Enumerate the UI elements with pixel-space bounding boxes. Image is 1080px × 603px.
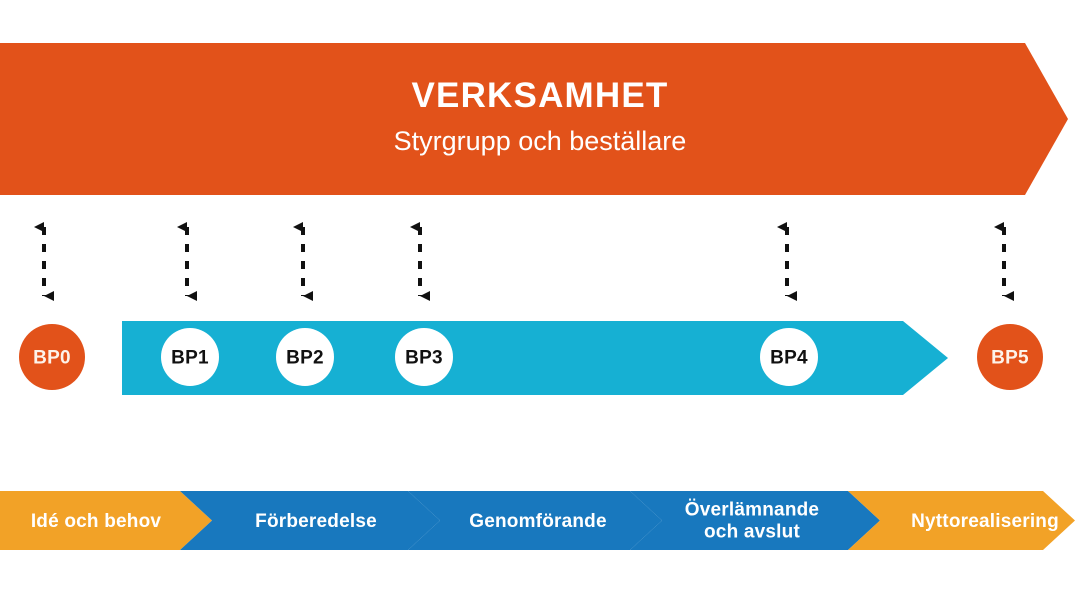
decision-point-arrows [34,222,1014,301]
decision-point-bp5[interactable] [977,324,1043,390]
decision-point-label-bp5: BP5 [991,347,1029,369]
decision-point-bp0[interactable] [19,324,85,390]
decision-point-bp1[interactable] [161,328,219,386]
decision-point-circles [19,324,1043,390]
phase-label-handover: Överlämnande och avslut [684,499,820,543]
project-arrow [122,321,948,395]
phase-segment-idea[interactable] [0,491,212,550]
decision-point-label-bp4: BP4 [770,347,808,369]
phase-segment-preparation[interactable] [180,491,440,550]
decision-point-bp3[interactable] [395,328,453,386]
phase-segment-benefits[interactable] [848,491,1075,550]
decision-point-label-bp0: BP0 [33,347,71,369]
band-subtitle: Styrgrupp och beställare [393,126,687,156]
decision-point-bp4[interactable] [760,328,818,386]
phase-label-benefits: Nyttorealisering [911,510,1059,532]
decision-point-label-bp1: BP1 [171,347,209,369]
decision-point-label-bp2: BP2 [286,347,324,369]
phase-segment-handover[interactable] [630,491,880,550]
verksamhet-band [0,43,1068,195]
decision-point-label-bp3: BP3 [405,347,443,369]
phase-label-execution: Genomförande [469,510,607,532]
phase-segment-execution[interactable] [408,491,662,550]
phase-label-preparation: Förberedelse [255,510,377,532]
band-title: VERKSAMHET [411,76,669,115]
phase-bar [0,491,1075,550]
phase-label-idea: Idé och behov [30,510,162,532]
decision-point-bp2[interactable] [276,328,334,386]
